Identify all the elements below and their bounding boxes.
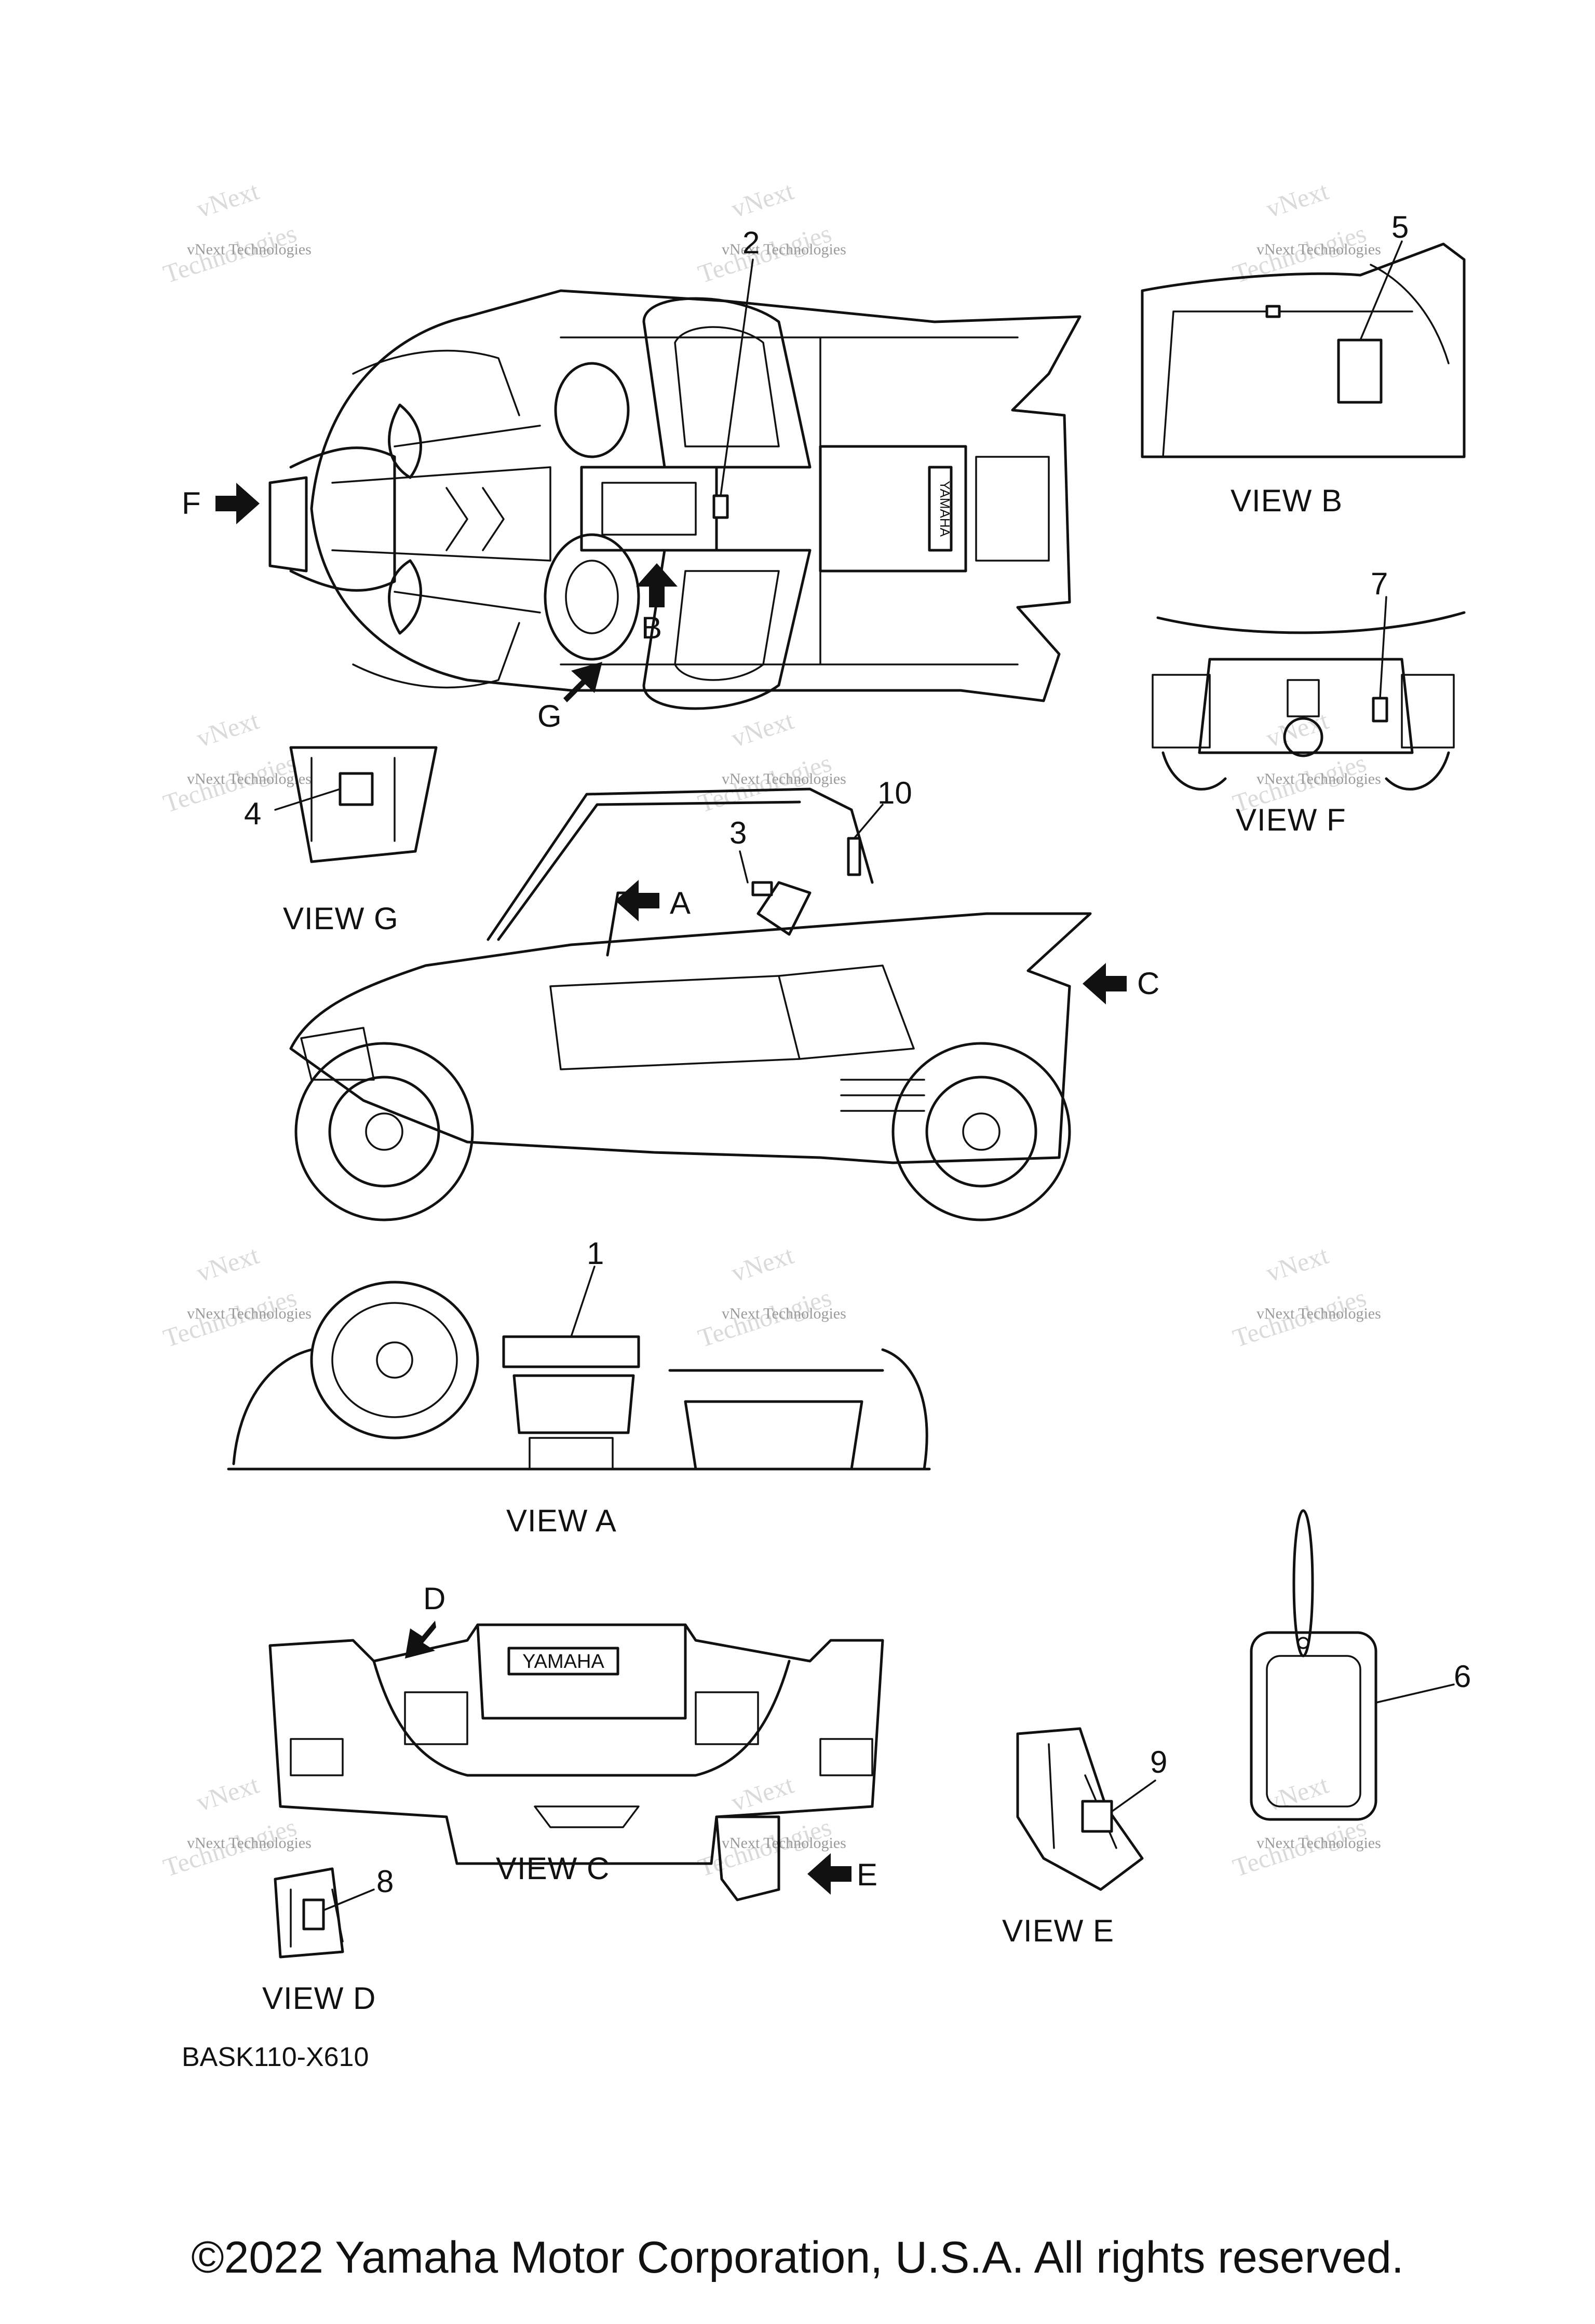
view-f-label: VIEW F (1236, 803, 1346, 837)
brand-mark-top: YAMAHA (937, 481, 953, 537)
svg-text:vNext Technologies: vNext Technologies (187, 1305, 312, 1322)
watermark-9: vNext Technologies vNext Technologies (1229, 1240, 1381, 1353)
arrow-d-icon (405, 1621, 436, 1659)
svg-text:vNext Technologies: vNext Technologies (722, 770, 846, 787)
watermark-10: vNext Technologies vNext Technologies (160, 1770, 312, 1882)
view-d-label: VIEW D (262, 1981, 376, 2016)
svg-text:vNext: vNext (728, 176, 798, 223)
arrow-c-icon (1083, 963, 1127, 1004)
label-9-marker (1081, 1800, 1113, 1833)
view-c-detail: YAMAHA VIEW C (268, 1623, 884, 1886)
hang-tag: 6 (1250, 1509, 1471, 1821)
view-f-detail: 7 VIEW F (1152, 566, 1466, 837)
callout-1: 1 (587, 1236, 604, 1271)
copyright-notice: ©2022 Yamaha Motor Corporation, U.S.A. A… (191, 2233, 1404, 2282)
svg-text:vNext Technologies: vNext Technologies (722, 1305, 846, 1322)
arrow-g: G (537, 662, 602, 733)
arrow-b: B (636, 563, 678, 645)
svg-text:vNext: vNext (1263, 176, 1332, 223)
top-view-vehicle: YAMAHA (268, 259, 1082, 710)
callout-10: 10 (877, 776, 912, 810)
svg-text:vNext Technologies: vNext Technologies (1256, 241, 1381, 258)
svg-text:vNext: vNext (193, 176, 263, 223)
view-e-label: VIEW E (1002, 1913, 1114, 1948)
watermark-1: vNext Technologies vNext Technologies (160, 176, 312, 289)
svg-text:B: B (641, 610, 662, 645)
diagram-code: BASK110-X610 (182, 2042, 369, 2072)
svg-text:vNext: vNext (728, 1240, 798, 1287)
svg-text:vNext Technologies: vNext Technologies (722, 1834, 846, 1852)
svg-text:E: E (857, 1857, 877, 1892)
arrow-c: C (1083, 963, 1159, 1004)
callout-8: 8 (376, 1864, 394, 1899)
svg-text:A: A (670, 886, 691, 920)
svg-text:vNext Technologies: vNext Technologies (187, 241, 312, 258)
side-view-vehicle: 3 10 (289, 776, 1092, 1221)
arrow-g-icon (563, 662, 602, 702)
watermark-2: vNext Technologies vNext Technologies (695, 176, 846, 289)
view-a-detail: 1 VIEW A (227, 1236, 931, 1538)
svg-text:vNext Technologies: vNext Technologies (187, 1834, 312, 1852)
callout-3: 3 (729, 816, 747, 850)
svg-text:vNext: vNext (728, 1770, 798, 1817)
svg-text:vNext Technologies: vNext Technologies (722, 241, 846, 258)
view-e-detail: 9 VIEW E (1002, 1727, 1167, 1948)
watermark-3: vNext Technologies vNext Technologies (1229, 176, 1381, 289)
svg-text:vNext Technologies: vNext Technologies (187, 770, 312, 787)
svg-text:vNext: vNext (1263, 1240, 1332, 1287)
label-5-marker (1337, 338, 1383, 404)
svg-text:vNext: vNext (193, 1240, 263, 1287)
arrow-e-icon (807, 1853, 851, 1895)
arrow-a: A (615, 880, 691, 921)
label-7-marker (1372, 697, 1388, 723)
arrow-e: E (715, 1815, 877, 1901)
view-b-detail: 5 VIEW B (1141, 210, 1466, 518)
svg-text:G: G (537, 699, 562, 733)
watermark-6: vNext Technologies vNext Technologies (1229, 705, 1381, 818)
callout-4: 4 (244, 796, 261, 831)
label-4-marker (339, 772, 374, 806)
arrow-f-icon (215, 483, 260, 524)
arrow-d: D (405, 1581, 445, 1659)
svg-text:vNext: vNext (193, 1770, 263, 1817)
callout-9: 9 (1150, 1745, 1167, 1779)
watermark-8: vNext Technologies vNext Technologies (695, 1240, 846, 1353)
callout-6: 6 (1454, 1659, 1471, 1694)
view-g-detail: 4 VIEW G (244, 746, 438, 936)
svg-text:vNext: vNext (1263, 705, 1332, 753)
svg-text:F: F (182, 486, 201, 521)
label-2-marker (712, 494, 729, 519)
watermark-7: vNext Technologies vNext Technologies (160, 1240, 312, 1353)
callout-7: 7 (1371, 566, 1388, 601)
svg-text:C: C (1137, 966, 1159, 1001)
watermark-4: vNext Technologies vNext Technologies (160, 705, 312, 818)
view-d-detail: 8 VIEW D (262, 1864, 394, 2016)
svg-text:vNext Technologies: vNext Technologies (1256, 770, 1381, 787)
arrow-b-icon (636, 563, 678, 607)
callout-2: 2 (742, 225, 760, 260)
watermarks: vNext Technologies vNext Technologies vN… (160, 176, 1381, 1882)
svg-text:vNext Technologies: vNext Technologies (1256, 1305, 1381, 1322)
view-g-label: VIEW G (283, 901, 399, 936)
label-3-marker (751, 881, 773, 896)
brand-mark-rear: YAMAHA (522, 1651, 604, 1673)
arrow-f: F (182, 483, 260, 524)
callout-5: 5 (1391, 210, 1409, 244)
view-b-label: VIEW B (1231, 483, 1343, 518)
arrow-a-icon (615, 880, 659, 921)
svg-text:vNext: vNext (193, 705, 263, 753)
label-10-marker (847, 837, 861, 876)
view-c-label: VIEW C (496, 1851, 610, 1886)
label-1-marker (502, 1335, 640, 1368)
svg-text:vNext: vNext (728, 705, 798, 753)
svg-text:D: D (423, 1581, 445, 1616)
svg-text:vNext: vNext (1263, 1770, 1332, 1817)
svg-text:vNext Technologies: vNext Technologies (1256, 1834, 1381, 1852)
view-a-label: VIEW A (506, 1503, 617, 1538)
label-8-marker (302, 1898, 325, 1931)
